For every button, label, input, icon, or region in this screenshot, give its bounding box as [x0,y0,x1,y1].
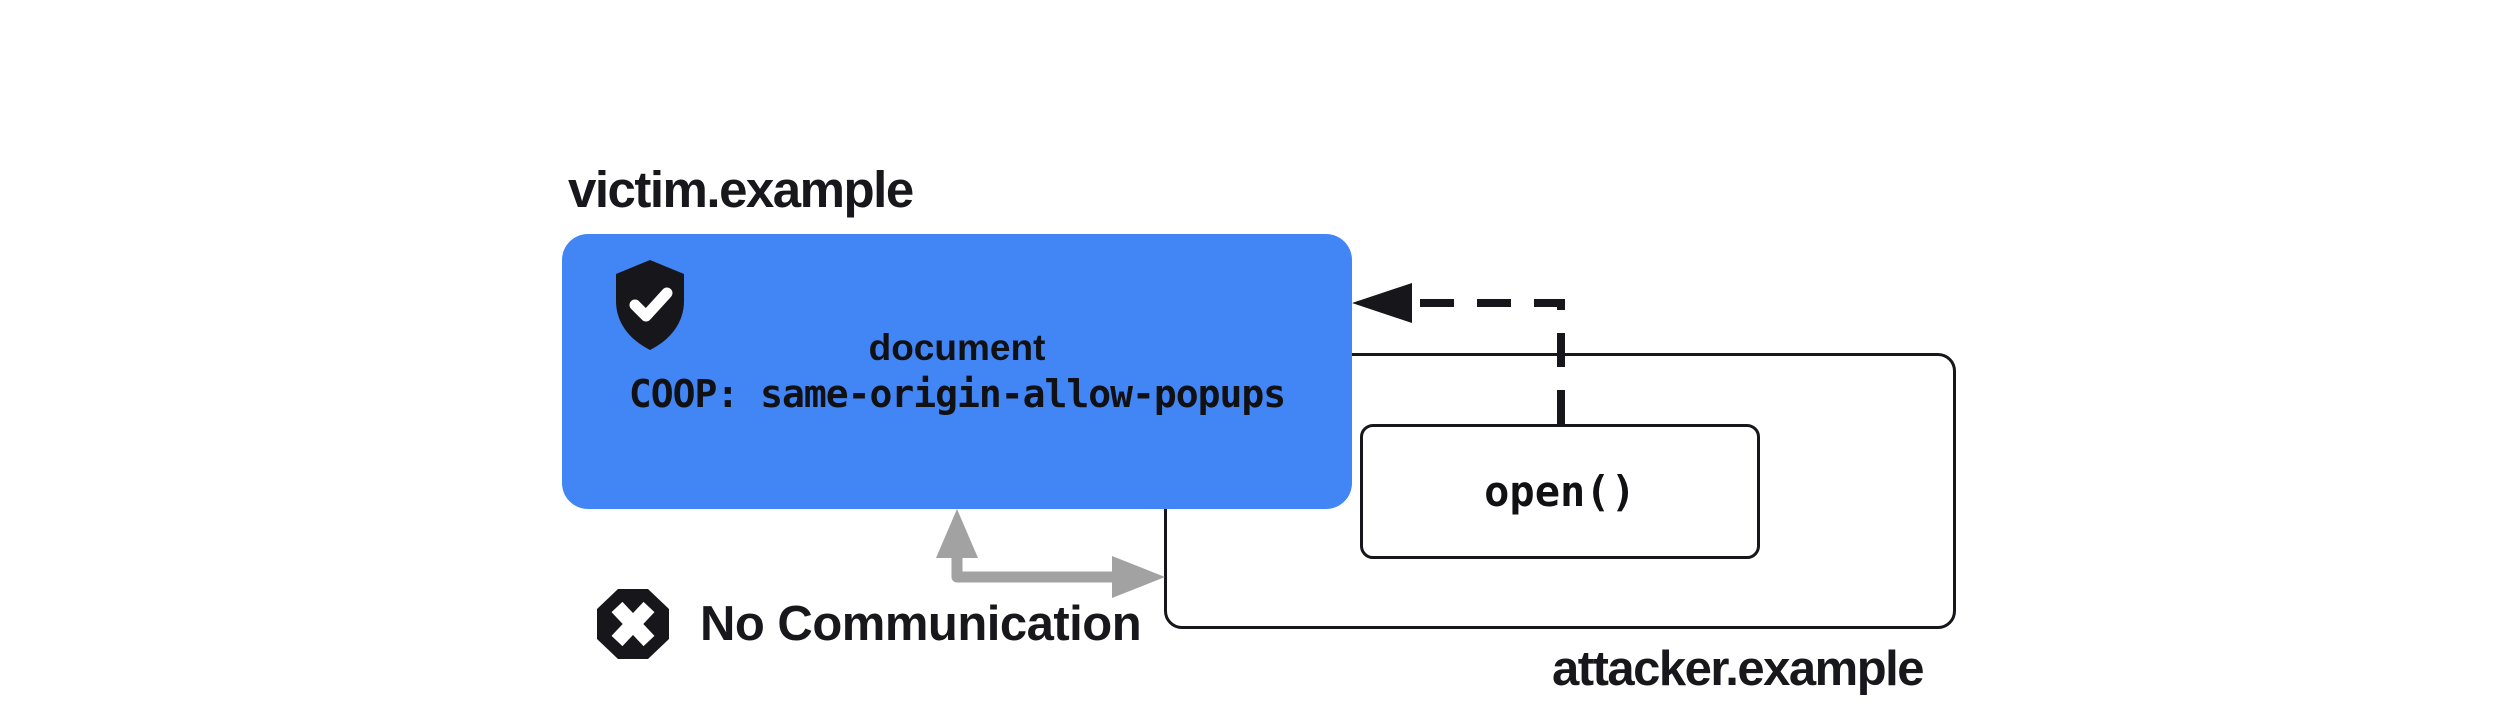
coop-header-label: COOP: same-origin-allow-popups [628,372,1286,416]
gray-no-communication-arrow [936,509,1165,598]
no-communication-row: No Communication [594,586,1142,662]
victim-domain-label: victim.example [568,161,914,218]
attacker-domain-label: attacker.example [1552,642,1925,696]
open-call-label: open() [1484,467,1636,516]
shield-check-icon [610,258,690,352]
victim-box-text: document COOP: same-origin-allow-popups [562,326,1352,418]
victim-document-box: document COOP: same-origin-allow-popups [562,234,1352,509]
document-label: document [868,327,1046,368]
open-call-box: open() [1360,424,1760,559]
no-communication-label: No Communication [700,597,1142,651]
x-octagon-icon [597,589,669,659]
